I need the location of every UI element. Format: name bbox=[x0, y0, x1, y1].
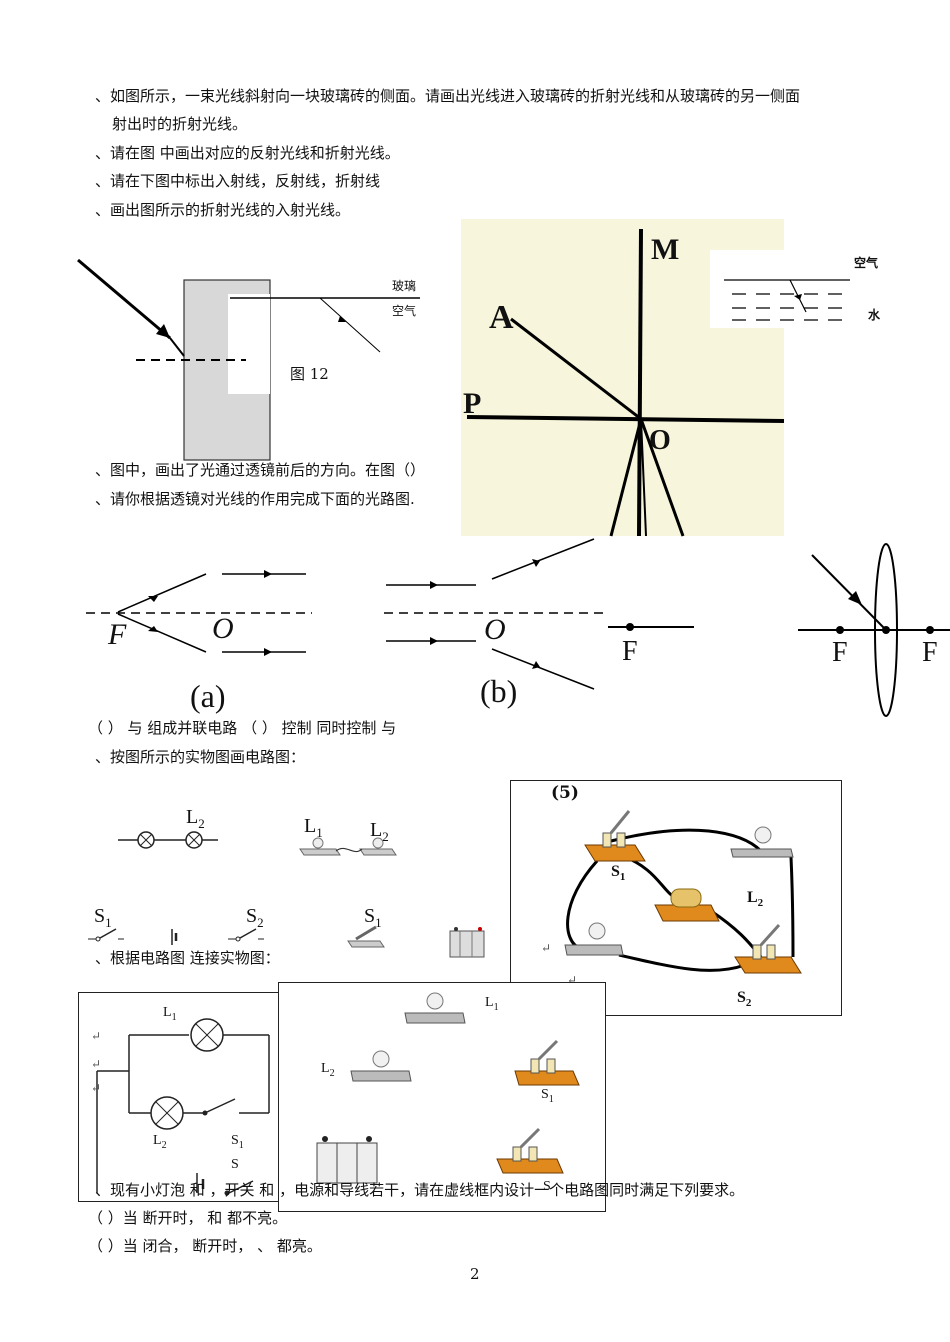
fig5-label-L2: L2 bbox=[747, 889, 764, 910]
question-10-b: （ ）当 闭合， 断开时， 、 都亮。 bbox=[88, 1237, 322, 1255]
object-label-L1: L1 bbox=[485, 995, 499, 1013]
figure-lens-b: O (b) bbox=[380, 535, 610, 715]
label-L2-symbol: L2 bbox=[186, 806, 205, 831]
figure-convex-lens: F F bbox=[798, 535, 950, 717]
label-O-a: O bbox=[212, 612, 234, 645]
fig5-label-S1: S1 bbox=[611, 863, 626, 884]
object-label-L2: L2 bbox=[321, 1061, 335, 1079]
label-O: O bbox=[649, 425, 671, 456]
lens-b-diagram bbox=[384, 538, 608, 690]
figure-5-label: (5) bbox=[551, 783, 579, 803]
switch-battery-objects-diagram bbox=[347, 925, 485, 958]
figure-lens-a: F O (a) bbox=[78, 540, 318, 715]
circuit-diagram-svg bbox=[96, 1018, 270, 1196]
label-M: M bbox=[651, 233, 680, 266]
reflection-diagram bbox=[466, 228, 785, 537]
label-S1-symbol: S1 bbox=[94, 905, 112, 930]
return-mark-1: ↵ bbox=[541, 941, 552, 955]
question-1-line1: 、如图所示，一束光线斜射向一块玻璃砖的侧面。请画出光线进入玻璃砖的折射光线和从玻… bbox=[95, 87, 801, 105]
label-L1-object: L1 bbox=[304, 815, 323, 840]
air-label-2: 空气 bbox=[854, 256, 879, 270]
label-P: P bbox=[463, 387, 482, 420]
label-F-left: F bbox=[832, 637, 848, 668]
lamp-objects-diagram bbox=[299, 837, 397, 856]
question-9: 、根据电路图 连接实物图： bbox=[95, 949, 280, 967]
lamp-symbols-diagram bbox=[118, 831, 218, 849]
label-F-a: F bbox=[108, 618, 127, 651]
question-2: 、请在图 中画出对应的反射光线和折射光线。 bbox=[95, 144, 400, 162]
question-3: 、请在下图中标出入射线，反射线，折射线 bbox=[95, 172, 381, 190]
diagram-label-L2: L2 bbox=[153, 1133, 167, 1151]
air-water-diagram bbox=[724, 279, 850, 321]
return-mark-2: ↵ bbox=[567, 973, 578, 987]
object-label-S: S bbox=[543, 1179, 551, 1194]
label-A: A bbox=[489, 299, 514, 336]
question-4: 、画出图所示的折射光线的入射光线。 bbox=[95, 201, 351, 219]
page-number: 2 bbox=[470, 1265, 480, 1283]
caption-b: (b) bbox=[480, 673, 518, 709]
physical-components-svg bbox=[316, 992, 580, 1184]
figure-lamp-objects: L1 L2 bbox=[296, 815, 397, 865]
figure-glass-brick: 玻璃 空气 图 12 bbox=[70, 250, 430, 465]
label-S2-symbol: S2 bbox=[246, 905, 264, 930]
diagram-label-L1: L1 bbox=[163, 1005, 177, 1023]
question-6: 、请你根据透镜对光线的作用完成下面的光路图. bbox=[95, 490, 415, 508]
fig5-label-S2: S2 bbox=[737, 989, 752, 1010]
glass-label: 玻璃 bbox=[392, 279, 417, 293]
label-O-b: O bbox=[484, 613, 506, 646]
question-7: （ ） 与 组成并联电路 （ ） 控制 同时控制 与 bbox=[88, 719, 397, 737]
lens-a-diagram bbox=[86, 570, 312, 656]
question-10: 、现有小灯泡 和 ，开关 和 ，电源和导线若干，请在虚线框内设计一个电路图同时满… bbox=[95, 1181, 745, 1199]
figure-5-physical-circuit: (5) S1 L2 L1 S2 ↵ ↵ bbox=[510, 780, 842, 1016]
air-label: 空气 bbox=[392, 304, 417, 318]
figure-air-water: 空气 水 bbox=[710, 250, 890, 328]
figure-5-diagram bbox=[564, 810, 802, 974]
figure-switch-battery-objects: S1 bbox=[344, 905, 494, 965]
return-mark-3: ↵ bbox=[91, 1029, 102, 1043]
diagram-label-S: S bbox=[231, 1157, 239, 1172]
figure-lamp-symbols: L2 bbox=[118, 800, 228, 860]
question-10-a: （ ）当 断开时， 和 都不亮。 bbox=[88, 1209, 288, 1227]
label-L2-object: L2 bbox=[370, 819, 389, 844]
label-F-c: F bbox=[622, 636, 638, 667]
focus-only-diagram bbox=[608, 623, 694, 631]
question-8: 、按图所示的实物图画电路图： bbox=[95, 748, 306, 766]
diagram-label-S1: S1 bbox=[231, 1133, 244, 1151]
figure-physical-components: L1 L2 S1 S bbox=[278, 982, 606, 1212]
caption-a: (a) bbox=[190, 678, 226, 714]
return-mark-5: ↵ bbox=[91, 1081, 102, 1095]
label-F-right: F bbox=[922, 637, 938, 668]
figure-switch-symbols: S1 S2 bbox=[88, 905, 278, 950]
question-1-line2: 射出时的折射光线。 bbox=[112, 115, 248, 133]
glass-brick-diagram bbox=[77, 258, 420, 461]
question-5: 、图中，画出了光通过透镜前后的方向。在图（） bbox=[95, 461, 426, 479]
figure-focus-only: F bbox=[608, 610, 698, 670]
switch-symbols-diagram bbox=[88, 928, 264, 945]
convex-lens-diagram bbox=[798, 543, 950, 717]
object-label-S1: S1 bbox=[541, 1087, 554, 1105]
label-S1-object: S1 bbox=[364, 905, 382, 930]
figure-12-label: 图 12 bbox=[290, 365, 329, 383]
figure-circuit-diagram: L1 L2 S1 S ↵ ↵ ↵ bbox=[78, 992, 300, 1202]
return-mark-4: ↵ bbox=[91, 1057, 102, 1071]
water-label: 水 bbox=[868, 308, 881, 322]
